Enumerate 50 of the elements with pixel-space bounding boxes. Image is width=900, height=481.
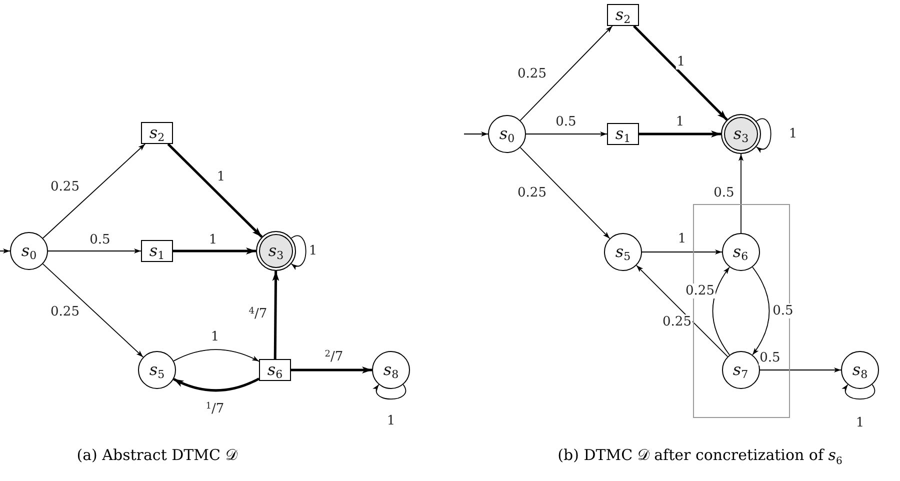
edge-label: $^{2}$/7	[324, 348, 344, 364]
state-box: s$_{1}$	[607, 123, 639, 145]
edge-label: 0.25	[684, 284, 716, 298]
edge-label: $^{1}$/7	[204, 400, 226, 416]
transition-arrow	[42, 144, 146, 239]
self-loop-arrow	[290, 235, 306, 270]
transition-arrow	[173, 248, 256, 254]
transition-arrow	[42, 263, 144, 358]
transition-arrow	[752, 266, 770, 356]
transition-arrow	[291, 366, 372, 374]
state-box: s$_{2}$	[141, 122, 173, 144]
transition-arrow	[167, 143, 263, 238]
transition-arrow	[173, 349, 260, 362]
state-circle: s$_{5}$	[138, 351, 176, 389]
transition-arrow	[272, 271, 280, 360]
transition-arrow	[639, 130, 721, 138]
transition-arrow	[520, 26, 613, 121]
subfigure-caption: (b) DTMC 𝒟 after concretization of s$_{6}$	[558, 446, 842, 467]
transition-arrow	[636, 264, 728, 358]
state-circle: s$_{6}$	[722, 232, 760, 270]
state-circle: s$_{8}$	[372, 351, 410, 389]
transition-arrow	[520, 147, 610, 239]
state-circle: s$_{0}$	[10, 232, 48, 270]
state-circle: s$_{0}$	[488, 115, 526, 153]
transition-arrow	[760, 368, 842, 372]
target-state-circle: s$_{3}$	[721, 114, 761, 154]
transition-arrow	[712, 266, 730, 356]
transition-arrow	[738, 154, 744, 234]
state-circle: s$_{7}$	[722, 350, 760, 388]
transition-arrow	[173, 378, 260, 392]
edge-label: 0.5	[772, 304, 794, 318]
transition-arrow	[642, 250, 722, 254]
initial-arrow	[0, 248, 10, 254]
state-circle: s$_{8}$	[841, 351, 879, 389]
transition-arrow	[633, 25, 728, 121]
state-box: s$_{2}$	[607, 4, 639, 26]
state-box: s$_{6}$	[259, 359, 291, 381]
initial-arrow	[464, 132, 488, 136]
transition-arrow	[526, 132, 608, 136]
self-loop-arrow	[842, 384, 875, 400]
transition-arrow	[48, 248, 142, 254]
edge-label: 1	[676, 54, 686, 70]
edge-label: $^{4}$/7	[248, 304, 268, 322]
edge-label: 0.5	[758, 350, 782, 366]
state-box: s$_{1}$	[141, 240, 173, 262]
state-circle: s$_{5}$	[604, 233, 642, 271]
self-loop-arrow	[373, 384, 406, 400]
subfigure-caption: (a) Abstract DTMC 𝒟	[76, 446, 238, 464]
self-loop-arrow	[756, 118, 772, 152]
target-state-circle: s$_{3}$	[256, 231, 296, 271]
